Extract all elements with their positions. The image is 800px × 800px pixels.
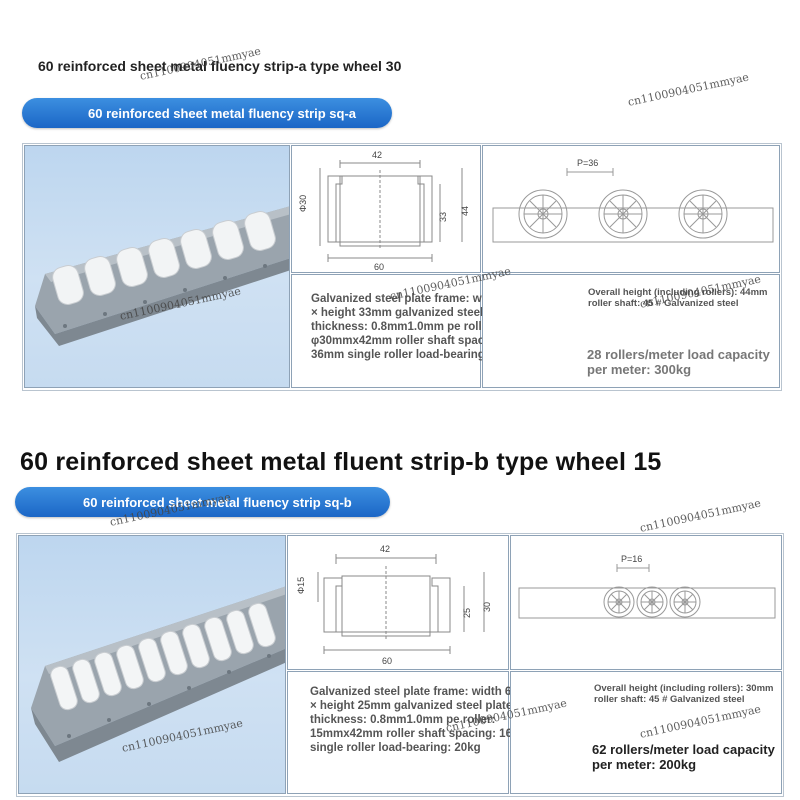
section-a-cross-section: 42 Φ30 33 44 60 (291, 145, 481, 273)
dim-base-a: 60 (374, 262, 384, 272)
dim-diameter-a: Φ30 (298, 195, 308, 212)
section-a-load: 28 rollers/meter load capacity per meter… (587, 347, 770, 377)
watermark: cn1100904051mmyae (638, 496, 763, 535)
dim-pitch-a: P=36 (577, 158, 598, 168)
section-a-note: Overall height (including rollers): 44mm… (588, 287, 768, 309)
section-a-product-photo (24, 145, 290, 388)
section-b-pill: 60 reinforced sheet metal fluency strip … (15, 487, 390, 517)
watermark: cn1100904051mmyae (626, 70, 751, 109)
cross-section-b-drawing: 42 Φ15 25 30 60 (296, 544, 492, 666)
dim-height-outer-a: 44 (460, 206, 470, 216)
section-b-cross-section: 42 Φ15 25 30 60 (287, 535, 509, 670)
section-b-product-photo (18, 535, 286, 794)
dim-pitch-b: P=16 (621, 554, 642, 564)
section-b-title: 60 reinforced sheet metal fluent strip-b… (20, 448, 662, 476)
roller-track-a-image (35, 206, 289, 346)
section-b-pill-label: 60 reinforced sheet metal fluency strip … (83, 494, 352, 510)
section-a-side-view: P=36 (482, 145, 780, 273)
dim-height-inner-a: 33 (438, 212, 448, 222)
section-a-spec-box (482, 274, 780, 388)
section-b-description: Galvanized steel plate frame: width 60mm… (310, 686, 539, 754)
dim-height-outer-b: 30 (482, 602, 492, 612)
section-b-load: 62 rollers/meter load capacity per meter… (592, 742, 775, 772)
side-view-a-drawing: P=36 (492, 158, 774, 243)
dim-width-b: 42 (380, 544, 390, 554)
section-b-description-box (287, 671, 509, 794)
section-b-note: Overall height (including rollers): 30mm… (594, 683, 774, 705)
section-a-title: 60 reinforced sheet metal fluency strip-… (38, 58, 402, 74)
side-view-b-drawing: P=16 (518, 554, 776, 619)
dim-width-a: 42 (372, 150, 382, 160)
section-a-pill: 60 reinforced sheet metal fluency strip … (22, 98, 392, 128)
dim-diameter-b: Φ15 (296, 577, 306, 594)
section-b-side-view: P=16 (510, 535, 782, 670)
roller-track-b-image (31, 586, 285, 762)
dim-base-b: 60 (382, 656, 392, 666)
section-a-description-box (291, 274, 481, 388)
cross-section-a-drawing: 42 Φ30 33 44 60 (298, 150, 470, 272)
dim-height-inner-b: 25 (462, 608, 472, 618)
section-a-pill-label: 60 reinforced sheet metal fluency strip … (88, 105, 357, 121)
section-b-spec-box (510, 671, 782, 794)
